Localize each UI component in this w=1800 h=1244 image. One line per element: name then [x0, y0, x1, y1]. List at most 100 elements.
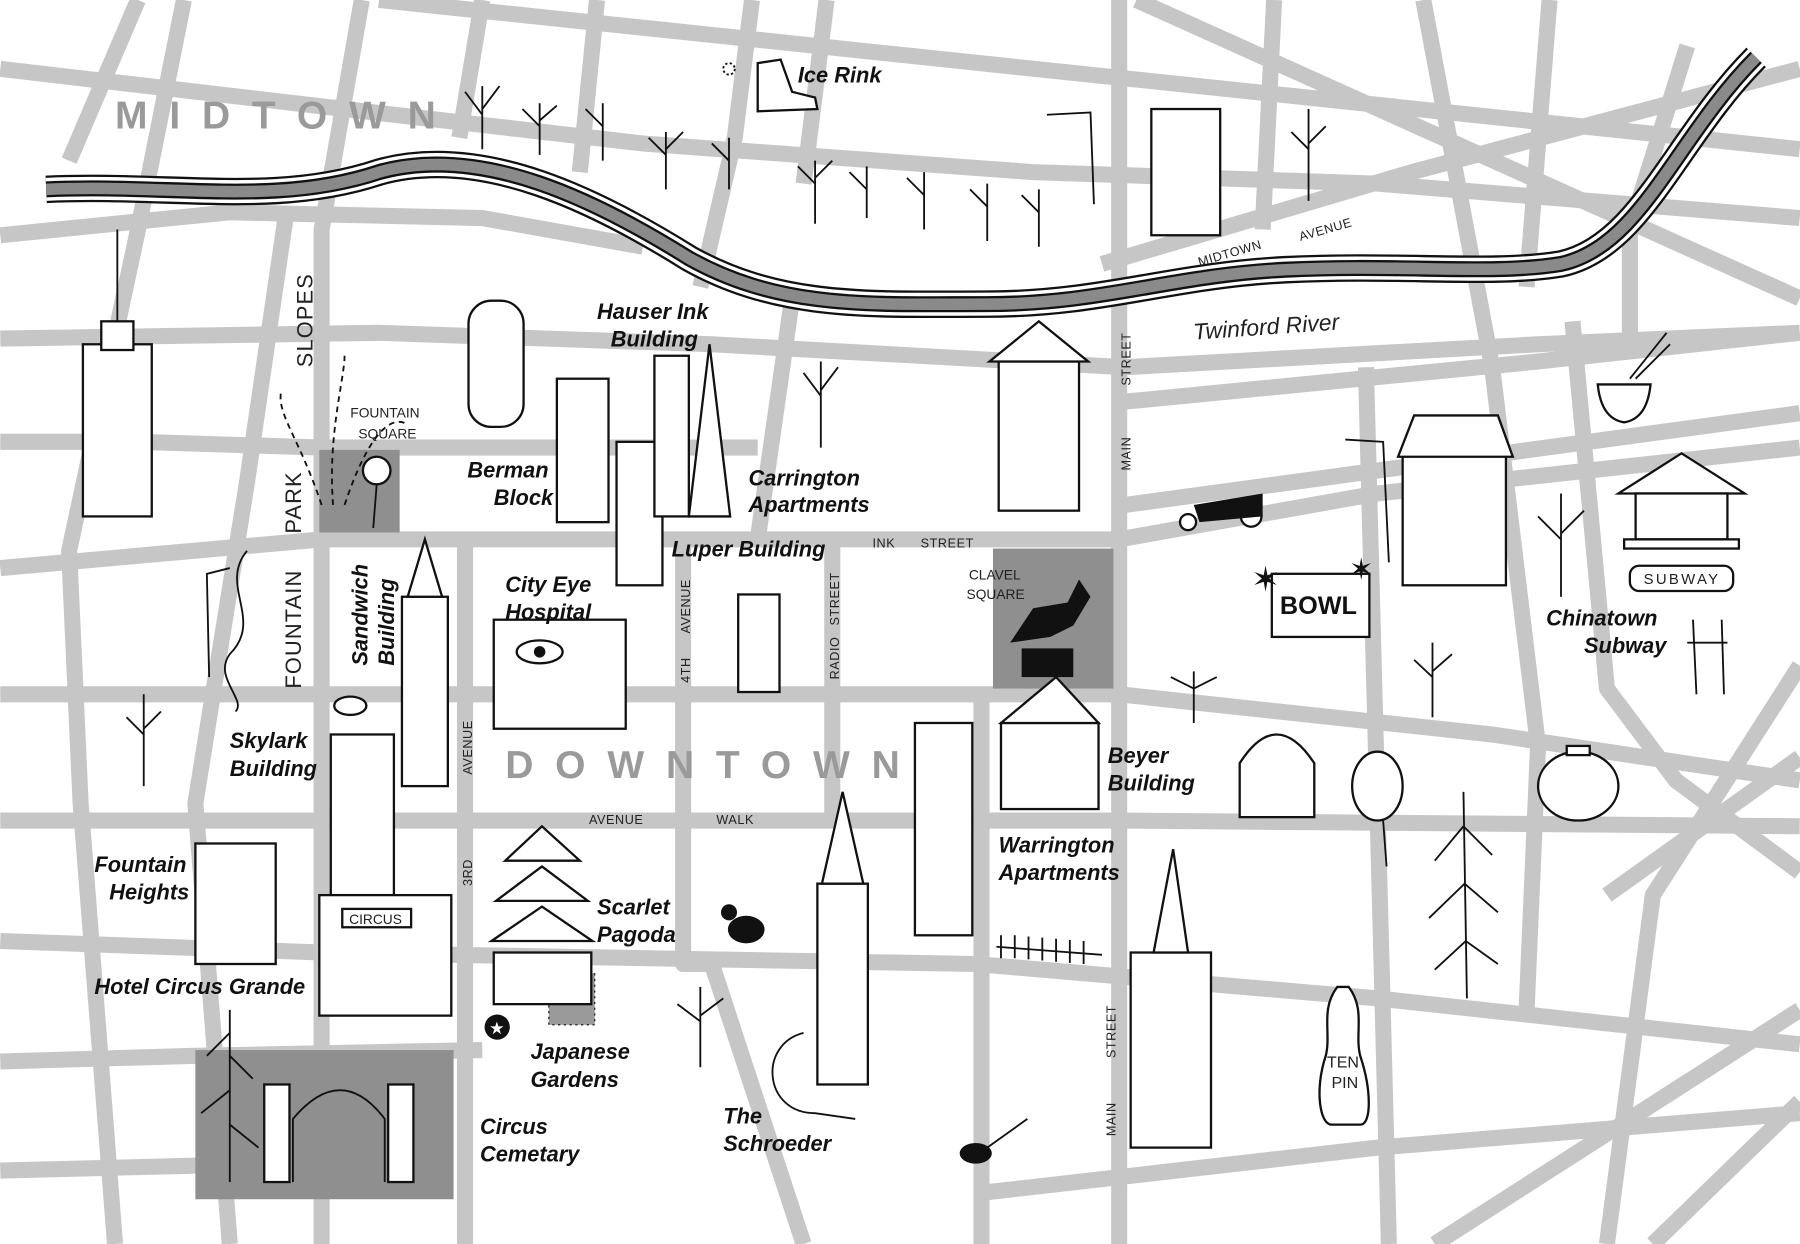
label-scarlet-pagoda: Scarlet — [597, 895, 670, 920]
label-fountain-heights: Fountain — [94, 852, 186, 877]
road — [1518, 0, 1558, 288]
park-label: PARK — [281, 471, 306, 533]
street-label: MAIN — [1105, 1102, 1119, 1136]
district-downtown: DOWNTOWN — [505, 744, 921, 787]
bowl-sign: BOWL — [1270, 572, 1371, 639]
pine-tree-icon — [200, 1009, 260, 1183]
crow-icon — [720, 904, 765, 944]
bowling-pin-icon — [1318, 985, 1370, 1126]
square-label: SQUARE — [967, 587, 1025, 602]
label-schroeder: Schroeder — [723, 1131, 832, 1156]
rose-icon — [361, 455, 392, 528]
street-lamp-icon — [1345, 438, 1390, 563]
street-label: 4TH — [679, 657, 693, 683]
road — [1647, 1095, 1800, 1244]
label-schroeder: The — [723, 1104, 762, 1129]
horse-statue-icon — [1010, 579, 1091, 678]
label-skylark: Skylark — [230, 728, 309, 753]
label-circus-cemetary: Cemetary — [480, 1141, 581, 1166]
label-japanese-gardens: Japanese — [530, 1039, 629, 1064]
street-label: AVENUE — [461, 720, 475, 774]
square-label: SQUARE — [358, 426, 416, 441]
subway-sign-text: SUBWAY — [1644, 572, 1721, 588]
street-label: RADIO — [828, 637, 842, 680]
skyscraper-icon — [653, 354, 690, 518]
eye-pupil-icon — [533, 646, 546, 658]
label-carrington: Apartments — [748, 492, 870, 517]
round-tree-icon — [1351, 750, 1404, 822]
landmark-labels: Ice Rink Hauser Ink Building Berman Bloc… — [94, 63, 1668, 1167]
beyer-roof-icon — [997, 675, 1102, 725]
ice-skate-icon — [722, 58, 819, 113]
road — [974, 1105, 1800, 1202]
star-marker-icon — [484, 1014, 510, 1040]
circus-sign — [341, 907, 413, 929]
subway-entrance-icon — [1687, 619, 1728, 695]
skylark-building-icon — [329, 733, 396, 897]
street-label: STREET — [1120, 332, 1134, 385]
road — [1598, 661, 1800, 1244]
tree-row-icons — [125, 85, 1585, 1068]
circus-sign-text: CIRCUS — [349, 912, 402, 927]
street-label: STREET — [828, 572, 842, 625]
hauser-ink-building-icon — [555, 377, 610, 524]
label-hotel-circus: Hotel Circus Grande — [94, 974, 305, 999]
label-sandwich: Building — [374, 578, 399, 665]
bird-icon — [333, 695, 368, 717]
tower-icon — [737, 593, 781, 694]
road — [1564, 320, 1800, 879]
brownstone-icon — [1150, 107, 1222, 237]
cemetery-gate-icon — [263, 1083, 415, 1184]
sparkle-icon: ✶ — [1349, 553, 1374, 588]
twinford-river — [45, 47, 1766, 319]
pagoda-icon — [487, 824, 597, 1006]
clock-tower-roof-icon — [406, 535, 444, 598]
greenhouse-icon — [1238, 733, 1316, 819]
road — [0, 60, 1800, 227]
mansard-roof-icon — [1396, 414, 1515, 458]
road — [1124, 324, 1800, 410]
label-chinatown-subway: Chinatown — [1546, 605, 1657, 630]
road — [571, 0, 606, 173]
warrington-apartments-icon — [913, 721, 974, 937]
label-beyer: Beyer — [1108, 743, 1170, 768]
label-warrington: Apartments — [998, 860, 1120, 885]
label-city-eye: City Eye — [505, 572, 591, 597]
lantern-icon — [1536, 744, 1620, 822]
road — [692, 0, 760, 289]
label-hauser-ink: Building — [611, 327, 698, 352]
street-label: MAIN — [1120, 437, 1134, 471]
street-label: 3RD — [461, 859, 475, 886]
pin-sign-text: TEN — [1327, 1053, 1359, 1071]
road — [0, 204, 645, 255]
scooter-icon — [1178, 493, 1263, 532]
label-circus-cemetary: Circus — [480, 1114, 548, 1139]
ramp-icon — [771, 1031, 856, 1120]
label-city-eye: Hospital — [505, 600, 592, 625]
house-roof-icon — [986, 319, 1092, 363]
river-label: Twinford River — [1192, 308, 1341, 344]
street-label: AVENUE — [589, 813, 643, 827]
label-skylark: Building — [230, 756, 317, 781]
pin-sign-text: PIN — [1331, 1074, 1358, 1092]
street-lamp-icon — [1046, 111, 1095, 205]
empire-spire-icon — [1152, 849, 1190, 954]
road — [187, 205, 296, 1244]
berman-block-icon — [467, 299, 525, 429]
illustrations: CIRCUS ★ BOWL ✶ ✶ TE — [81, 58, 1749, 1184]
street-label: AVENUE — [1297, 215, 1353, 243]
label-chinatown-subway: Subway — [1584, 633, 1668, 658]
the-schroeder-tower-icon — [816, 882, 870, 1086]
road — [1254, 0, 1283, 230]
label-sandwich: Sandwich — [348, 564, 373, 666]
street-label: INK — [872, 536, 895, 550]
park-label: FOUNTAIN — [281, 570, 306, 689]
square-label: FOUNTAIN — [350, 406, 419, 421]
fountain-icon — [279, 355, 409, 506]
label-ice-rink: Ice Rink — [798, 63, 883, 88]
label-carrington: Carrington — [749, 465, 860, 490]
sparkle-icon: ✶ — [1251, 560, 1280, 600]
street-label: WALK — [716, 813, 754, 827]
label-hauser-ink: Hauser Ink — [597, 299, 710, 324]
